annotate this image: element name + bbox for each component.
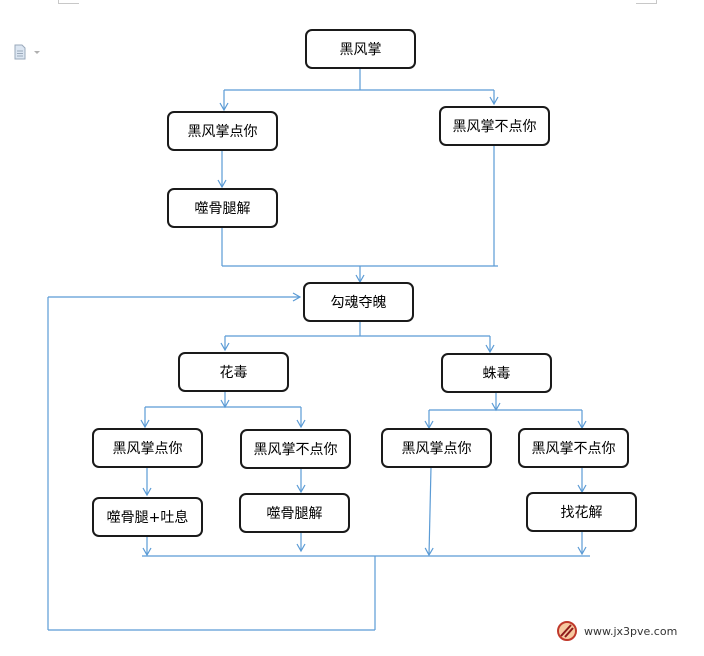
node-hit: 黑风掌点你 [167,111,278,151]
node-hit-cure: 噬骨腿解 [167,188,278,228]
node-flower-hit: 黑风掌点你 [92,428,203,468]
watermark-text: www.jx3pve.com [584,624,678,638]
node-spider-miss: 黑风掌不点你 [518,428,629,468]
node-flower-miss: 黑风掌不点你 [240,429,351,469]
node-root: 黑风掌 [305,29,416,69]
node-flower-miss-cure: 噬骨腿解 [239,493,350,533]
page-corner-mark-right [636,0,657,4]
node-flower-hit-cure: 噬骨腿+吐息 [92,497,203,537]
node-flower: 花毒 [178,352,289,392]
node-spider: 蛛毒 [441,353,552,393]
site-logo-icon [557,621,577,641]
watermark: www.jx3pve.com [556,620,677,642]
node-soul: 勾魂夺魄 [303,282,414,322]
document-icon[interactable] [14,44,44,60]
node-spider-hit: 黑风掌点你 [381,428,492,468]
node-spider-miss-cure: 找花解 [526,492,637,532]
page-corner-mark-left [58,0,79,4]
node-miss: 黑风掌不点你 [439,106,550,146]
